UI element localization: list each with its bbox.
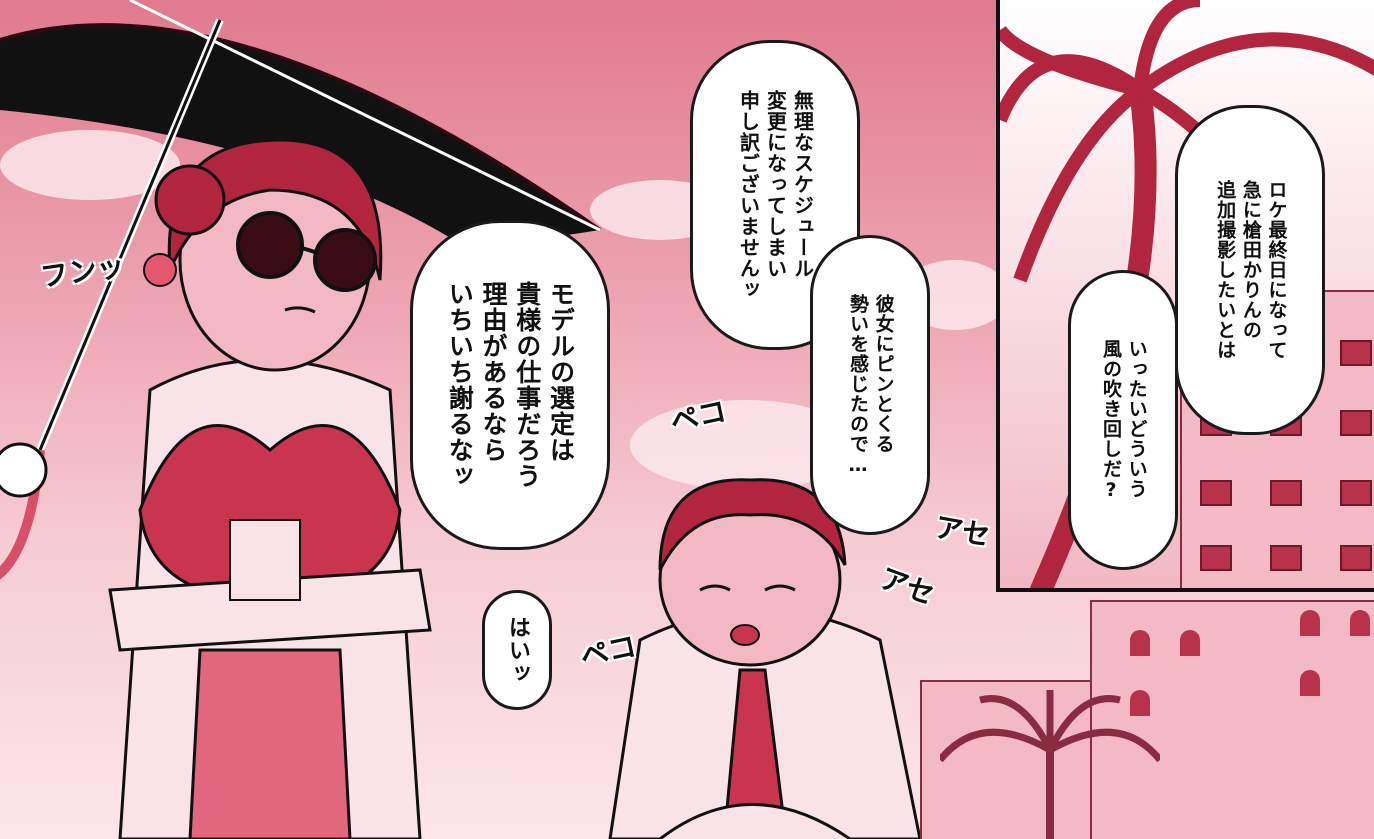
- window: [1340, 545, 1372, 571]
- speech-bubble-manager: モデルの選定は 貴様の仕事だろう 理由があるなら いちいち謝るなッ: [410, 220, 610, 550]
- inset-panel: ロケ最終日になって 急に槍田かりんの 追加撮影したいとは いったいどういう 風の…: [996, 0, 1374, 592]
- window: [1300, 610, 1320, 636]
- apology-text: 無理なスケジュール 変更になってしまい 申し訳ございませんッ: [736, 90, 815, 300]
- speech-bubble-narration: ロケ最終日になって 急に槍田かりんの 追加撮影したいとは: [1175, 105, 1325, 435]
- palm-tree-illustration: [940, 690, 1160, 839]
- sfx-sweat-top: アセ: [932, 510, 993, 553]
- window: [1200, 480, 1232, 506]
- speech-bubble-reason: 彼女にピンとくる 勢いを感じたので…: [810, 235, 930, 535]
- window: [1200, 545, 1232, 571]
- window: [1130, 630, 1150, 656]
- narration-text: ロケ最終日になって 急に槍田かりんの 追加撮影したいとは: [1214, 180, 1288, 360]
- speech-bubble-reply: はいッ: [482, 590, 552, 710]
- window: [1270, 545, 1302, 571]
- window: [1130, 690, 1150, 716]
- woman-figure: [108, 138, 432, 839]
- window: [1270, 480, 1302, 506]
- question-text: いったいどういう 風の吹き回しだ?: [1100, 338, 1148, 502]
- reply-text: はいッ: [504, 615, 530, 685]
- reason-text: 彼女にピンとくる 勢いを感じたので…: [847, 293, 895, 477]
- parasol-illustration: [0, 0, 602, 580]
- speech-bubble-question: いったいどういう 風の吹き回しだ?: [1068, 270, 1178, 570]
- window: [1340, 410, 1372, 436]
- window: [1300, 670, 1320, 696]
- man-figure: [608, 478, 922, 839]
- window: [1340, 480, 1372, 506]
- window: [1180, 630, 1200, 656]
- window: [1340, 340, 1372, 366]
- window: [1350, 610, 1370, 636]
- manager-line-text: モデルの選定は 貴様の仕事だろう 理由があるなら いちいち謝るなッ: [445, 281, 576, 489]
